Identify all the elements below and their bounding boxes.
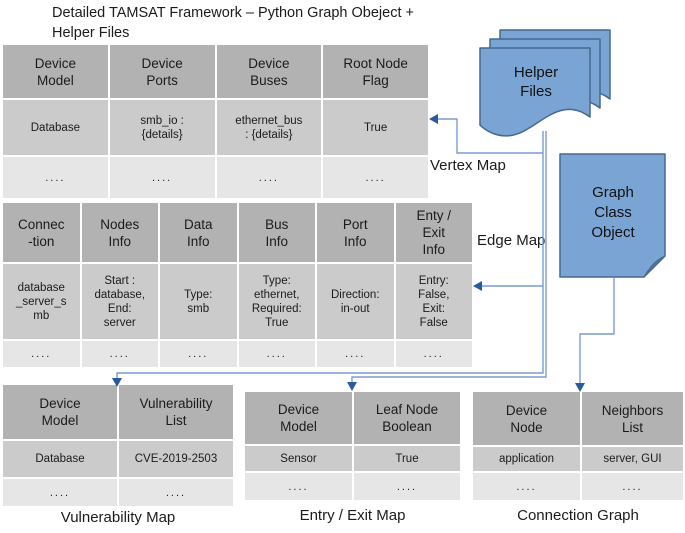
vulnerability-map-cell: CVE-2019-2503: [119, 441, 233, 477]
connector-vertex-arrowhead: [429, 114, 438, 124]
vertex-map-label: Vertex Map: [430, 157, 506, 174]
edge-map-header-cell: Connec -tion: [3, 203, 80, 262]
folded-corner: [643, 255, 666, 278]
edge-map-header-cell: Nodes Info: [81, 203, 158, 262]
connection-graph-caption: Connection Graph: [517, 507, 639, 524]
edge-map-header-cell: Enty / Exit Info: [395, 203, 472, 262]
entry-exit-map-dots-cell: ....: [245, 473, 352, 500]
vertex-map-header-cell: Device Ports: [109, 45, 215, 98]
vertex-map-cell: Database: [3, 100, 108, 155]
edge-map-cell: Entry: False, Exit: False: [395, 264, 472, 339]
vulnerability-map-cell: Database: [3, 441, 117, 477]
connector-entry-exit-arrowhead: [347, 382, 357, 391]
entry-exit-map-table: Device Model Leaf Node Boolean Sensor Tr…: [245, 392, 460, 500]
connection-graph-cell: server, GUI: [582, 447, 683, 471]
edge-map-cell: Type: ethernet, Required: True: [238, 264, 315, 339]
connection-graph-header-cell: Neighbors List: [582, 392, 683, 445]
vertex-map-cell: True: [323, 100, 428, 155]
helper-files-shape: [479, 29, 611, 137]
vertex-map-header-cell: Device Buses: [216, 45, 322, 98]
entry-exit-map-header-cell: Leaf Node Boolean: [354, 392, 460, 444]
vulnerability-map-caption: Vulnerability Map: [60, 509, 176, 526]
edge-map-dots-cell: ....: [238, 341, 315, 367]
edge-map-cell: Type: smb: [160, 264, 237, 339]
connection-graph-header-cell: Device Node: [473, 392, 580, 445]
helper-files-label: Helper Files: [513, 64, 559, 100]
vertex-map-cell: ethernet_bus : {details}: [216, 100, 322, 155]
edge-map-header-cell: Port Info: [317, 203, 394, 262]
edge-map-label: Edge Map: [477, 232, 546, 249]
edge-map-cell: Start : database, End: server: [81, 264, 158, 339]
vulnerability-map-header-cell: Vulnerability List: [119, 385, 233, 439]
graph-class-object-shape: [559, 153, 666, 278]
vertex-map-dots-cell: ....: [109, 157, 215, 198]
edge-map-cell: database _server_s mb: [3, 264, 80, 339]
edge-map-header-cell: Data Info: [160, 203, 237, 262]
connector-connection-graph-arrowhead: [575, 383, 585, 392]
vertex-map-cell: smb_io : {details}: [109, 100, 215, 155]
edge-map-dots-cell: ....: [3, 341, 80, 367]
connection-graph-cell: application: [473, 447, 580, 471]
edge-map-header-cell: Bus Info: [238, 203, 315, 262]
edge-map-dots-cell: ....: [395, 341, 472, 367]
entry-exit-map-cell: Sensor: [245, 446, 352, 471]
vertex-map-dots-cell: ....: [216, 157, 322, 198]
edge-map-dots-cell: ....: [317, 341, 394, 367]
edge-map-table: Connec -tion Nodes Info Data Info Bus In…: [3, 203, 472, 367]
connector-gco-to-connection-graph: [579, 278, 615, 385]
entry-exit-map-dots-cell: ....: [354, 473, 460, 500]
edge-map-dots-cell: ....: [81, 341, 158, 367]
entry-exit-map-header-cell: Device Model: [245, 392, 352, 444]
connector-edge-arrowhead: [473, 281, 482, 291]
vertex-map-dots-cell: ....: [3, 157, 108, 198]
vulnerability-map-header-cell: Device Model: [3, 385, 117, 439]
connection-graph-dots-cell: ....: [473, 473, 580, 500]
vertex-map-header-cell: Root Node Flag: [323, 45, 428, 98]
vertex-map-dots-cell: ....: [323, 157, 428, 198]
vulnerability-map-dots-cell: ....: [3, 479, 117, 506]
vertex-map-header-cell: Device Model: [3, 45, 108, 98]
entry-exit-map-caption: Entry / Exit Map: [299, 507, 406, 524]
edge-map-cell: Direction: in-out: [317, 264, 394, 339]
vertex-map-table: Device Model Device Ports Device Buses R…: [3, 45, 428, 198]
diagram-title: Detailed TAMSAT Framework – Python Graph…: [52, 5, 414, 41]
edge-map-dots-cell: ....: [160, 341, 237, 367]
graph-class-object-label: Graph Class Object: [591, 184, 635, 241]
connection-graph-dots-cell: ....: [582, 473, 683, 500]
entry-exit-map-cell: True: [354, 446, 460, 471]
vulnerability-map-dots-cell: ....: [119, 479, 233, 506]
connection-graph-table: Device Node Neighbors List application s…: [473, 392, 683, 500]
vulnerability-map-table: Device Model Vulnerability List Database…: [3, 385, 233, 506]
